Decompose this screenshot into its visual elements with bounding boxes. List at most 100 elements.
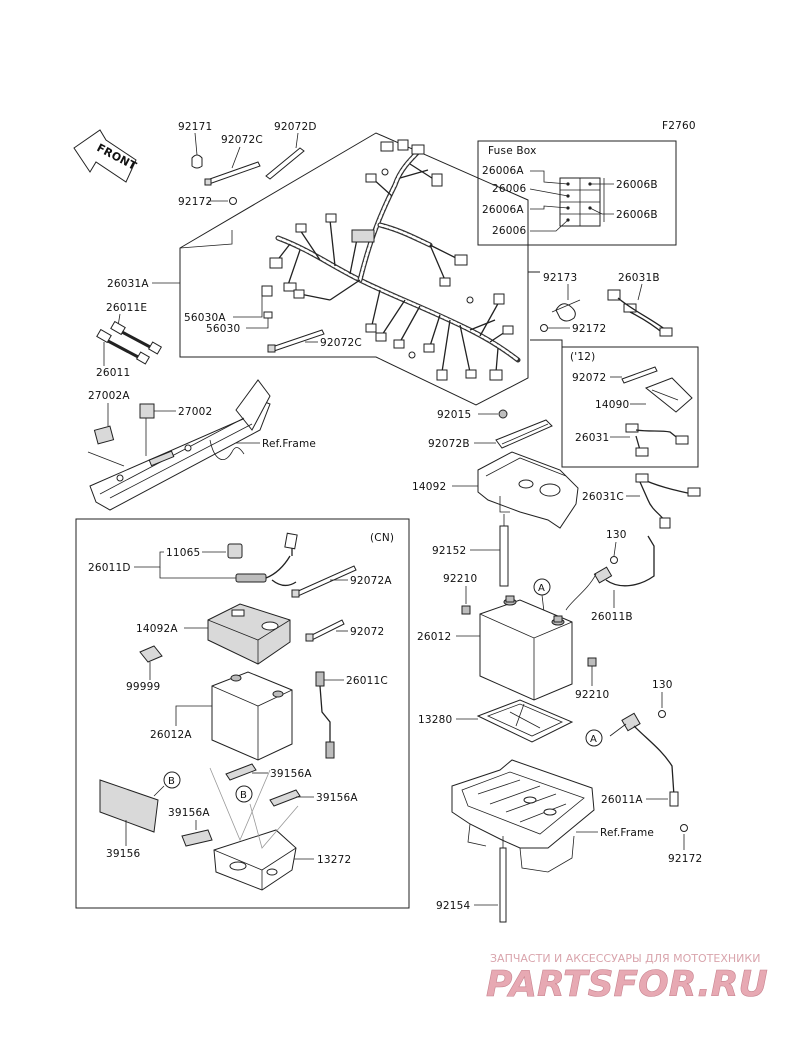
- label-26031: 26031: [575, 432, 609, 444]
- label-92072c-top: 92072C: [221, 134, 263, 146]
- cover-14092a-icon: [207, 603, 291, 665]
- label-13280: 13280: [418, 714, 452, 726]
- watermark-logo: PARTSFOR.RU: [486, 964, 768, 1005]
- harness-26031c-icon: [635, 473, 701, 529]
- label-13272: 13272: [317, 854, 351, 866]
- fuse-box-frame: [477, 140, 677, 246]
- label-92154: 92154: [436, 900, 471, 912]
- nut-92210-bottom-icon: [587, 657, 597, 667]
- pad-39156a-2-icon: [269, 789, 301, 807]
- label-14092a: 14092A: [136, 623, 178, 635]
- label-92171: 92171: [178, 121, 212, 133]
- callout-a-top-icon: A: [533, 578, 551, 596]
- svg-text:A: A: [538, 583, 545, 594]
- band-92072-cn-icon: [305, 619, 345, 642]
- relay-27002-icon: [139, 403, 155, 419]
- front-arrow-icon: FRONT: [73, 129, 139, 183]
- screw-92172-top-icon: [229, 197, 237, 205]
- cable-26011-icon: [96, 328, 151, 365]
- band-92072d-icon: [265, 147, 305, 180]
- label-26011d: 26011D: [88, 562, 131, 574]
- frame-section-icon: [89, 379, 271, 511]
- callout-a-bottom-icon: A: [585, 729, 603, 747]
- label-27002a: 27002A: [88, 390, 130, 402]
- label-92015: 92015: [437, 409, 471, 421]
- label-92172-top: 92172: [178, 196, 212, 208]
- nut-92015-icon: [498, 409, 508, 419]
- harness-26031b-icon: [607, 289, 673, 337]
- cable-26011d-icon: [235, 532, 298, 587]
- svg-text:B: B: [168, 776, 175, 787]
- label-92072-cn: 92072: [350, 626, 384, 638]
- strap-92072b-icon: [495, 419, 553, 449]
- fuse-label-26006a-1: 26006A: [482, 165, 524, 177]
- label-26031c: 26031C: [582, 491, 624, 503]
- label-92172-bottom: 92172: [668, 853, 702, 865]
- label-92072b: 92072B: [428, 438, 470, 450]
- label-130-bottom: 130: [652, 679, 673, 691]
- screw-92172-bottom-icon: [680, 824, 688, 832]
- label-26011: 26011: [96, 367, 130, 379]
- bolt-130-top-icon: [610, 556, 618, 564]
- fuse-label-26006-2: 26006: [492, 225, 527, 237]
- clamp-92173-icon: [551, 299, 581, 322]
- svg-text:A: A: [590, 734, 597, 745]
- fuse-label-26006a-2: 26006A: [482, 204, 524, 216]
- bracket-13272-icon: [209, 767, 299, 891]
- label-11065: 11065: [166, 547, 200, 559]
- cable-26011e-icon: [110, 320, 163, 355]
- fuse-block-icon: [559, 177, 601, 227]
- band-92072c-bottom-icon: [267, 329, 325, 353]
- fuse-label-26006-1: 26006: [492, 183, 527, 195]
- label-92210-bottom: 92210: [575, 689, 609, 701]
- label-14092: 14092: [412, 481, 446, 493]
- battery-26012-icon: [479, 595, 573, 701]
- cable-26011a-icon: [609, 712, 679, 807]
- label-26011c: 26011C: [346, 675, 388, 687]
- cap-11065-icon: [227, 543, 243, 559]
- cn-label: (CN): [370, 532, 394, 544]
- nut-92210-top-icon: [461, 605, 471, 615]
- figure-code: F2760: [662, 120, 696, 132]
- pad-39156a-1-icon: [225, 763, 257, 781]
- label-130-top: 130: [606, 529, 627, 541]
- label-92172-mid: 92172: [572, 323, 606, 335]
- cn-variant-frame: [75, 518, 410, 909]
- callout-b-2-icon: B: [235, 785, 253, 803]
- label-39156a-3: 39156A: [168, 807, 210, 819]
- harness-26031-icon: [625, 423, 689, 457]
- label-27002: 27002: [178, 406, 212, 418]
- band-92072c-top-icon: [204, 161, 261, 186]
- label-26012a: 26012A: [150, 729, 192, 741]
- band-92072a-icon: [291, 565, 357, 598]
- label-92072c-bottom: 92072C: [320, 337, 362, 349]
- label-92210-top: 92210: [443, 573, 477, 585]
- label-26011a: 26011A: [601, 794, 643, 806]
- label-92072a: 92072A: [350, 575, 392, 587]
- cable-26011c-icon: [315, 671, 335, 759]
- fuse-label-26006b-2: 26006B: [616, 209, 658, 221]
- label-99999: 99999: [126, 681, 160, 693]
- label-26011b: 26011B: [591, 611, 633, 623]
- screw-92172-mid-icon: [540, 324, 548, 332]
- year-label: ('12): [570, 351, 595, 363]
- callout-b-1-icon: B: [163, 771, 181, 789]
- fuse-box-title: Fuse Box: [488, 145, 537, 157]
- label-39156a-1: 39156A: [270, 768, 312, 780]
- sheet-39156-icon: [99, 779, 159, 833]
- label-92152: 92152: [432, 545, 466, 557]
- pad-39156a-3-icon: [181, 829, 213, 847]
- relay-27002a-icon: [93, 425, 115, 445]
- band-92072-12-icon: [621, 366, 658, 384]
- battery-26012a-icon: [211, 671, 293, 761]
- label-26031b: 26031B: [618, 272, 660, 284]
- rod-92152-icon: [499, 525, 509, 587]
- bolt-130-bottom-icon: [658, 710, 666, 718]
- label-14090: 14090: [595, 399, 629, 411]
- main-wiring-harness: [269, 139, 521, 381]
- label-39156: 39156: [106, 848, 141, 860]
- rod-92154-icon: [499, 847, 507, 923]
- label-92072-12: 92072: [572, 372, 606, 384]
- label-26012: 26012: [417, 631, 451, 643]
